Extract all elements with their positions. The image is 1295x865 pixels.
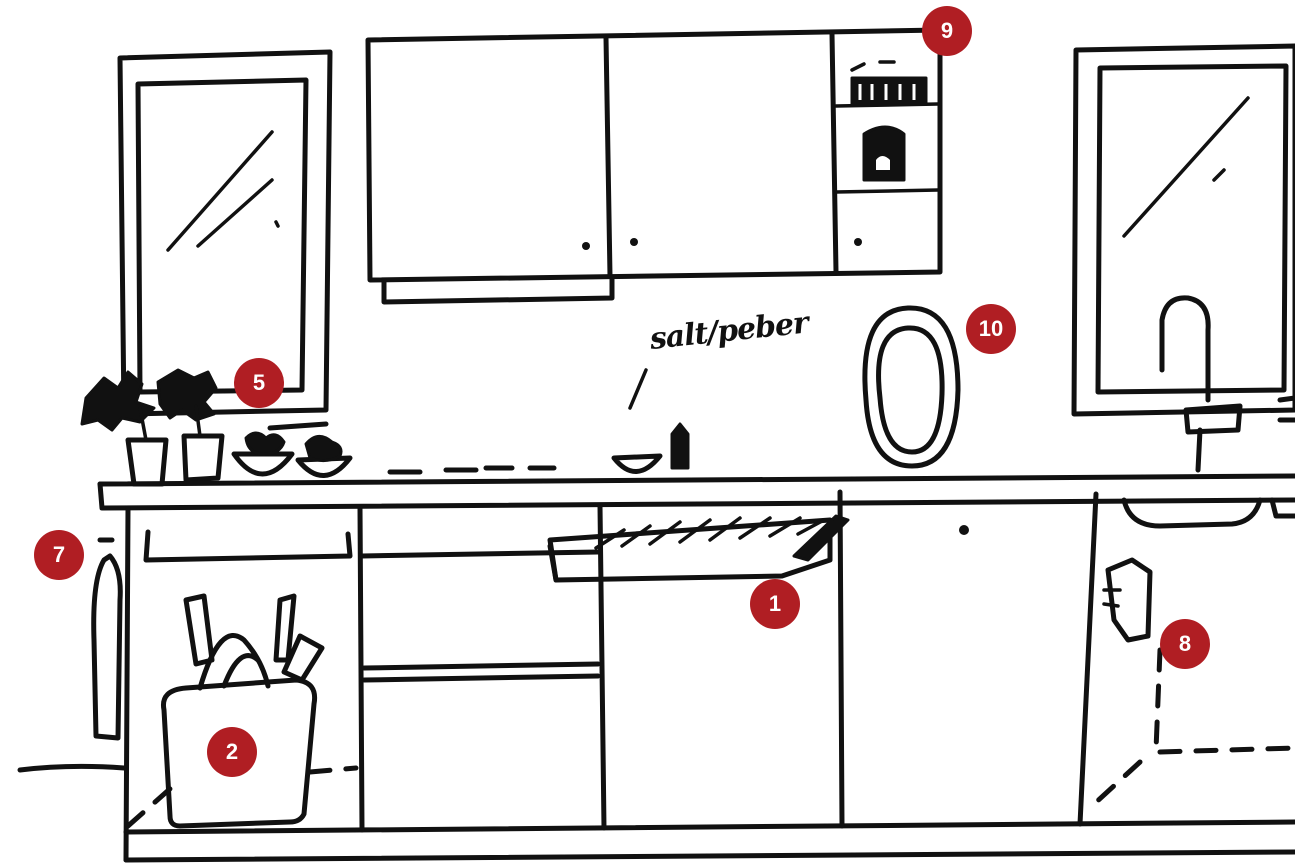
marker-9[interactable]: 9 [922,6,972,56]
plants [82,370,222,484]
base-cabinets [126,492,1295,860]
marker-10[interactable]: 10 [966,304,1016,354]
faucet [1162,298,1295,470]
waste-bin [1092,560,1295,806]
right-window [1074,46,1295,414]
left-mirror [120,52,330,414]
open-shelf [836,62,938,192]
marker-8[interactable]: 8 [1160,619,1210,669]
salt-pepper-items [390,370,688,472]
cutting-board [865,308,958,466]
sink [1124,500,1295,526]
countertop [100,476,1295,508]
fruit-bowls [234,424,350,476]
marker-1[interactable]: 1 [750,579,800,629]
marker-2[interactable]: 2 [207,727,257,777]
marker-5[interactable]: 5 [234,358,284,408]
pull-out-drawer [550,516,848,580]
shopping-bag [163,596,322,826]
marker-7[interactable]: 7 [34,530,84,580]
